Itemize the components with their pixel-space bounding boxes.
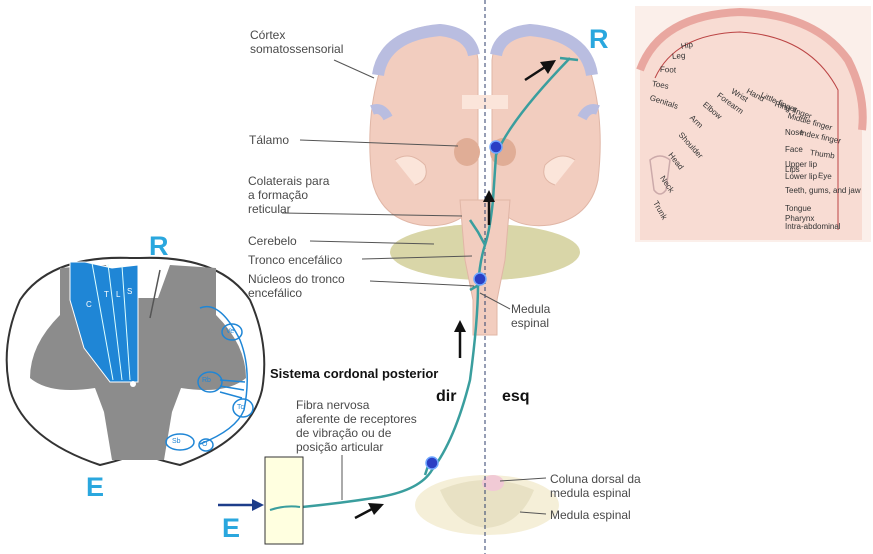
colaterais-line1: Colaterais para (248, 174, 330, 188)
colaterais-label: Colaterais para a formação reticular (248, 174, 329, 216)
cortex-label: Córtex somatossensorial (250, 28, 343, 56)
cortex-terminal (559, 56, 579, 62)
cerebelo-label: Cerebelo (248, 234, 297, 248)
medula-top-line2: espinal (511, 316, 550, 330)
brain (369, 23, 601, 336)
brainstem-neuron (473, 272, 487, 286)
leader-lines (281, 59, 547, 515)
homunculus-label-3: Foot (659, 65, 677, 75)
receptor-fiber (269, 505, 301, 511)
column-letter-c: C (86, 300, 92, 309)
homunculus-label-21: Nose (785, 128, 804, 137)
spinal-cord-grey-matter (440, 480, 534, 528)
spinal-cord-bottom (415, 475, 559, 535)
input-arrow (218, 499, 264, 511)
fibra-line1: Fibra nervosa (296, 398, 370, 412)
cortex-arrow (524, 65, 546, 82)
lateral-tracts (165, 306, 254, 452)
cortex-label-line2: somatossensorial (250, 42, 344, 56)
e-main-label: E (222, 513, 241, 543)
homunculus-figure-band (636, 7, 867, 131)
dorsal-columns (69, 261, 139, 383)
homunculus-label-23: Upper lip (785, 160, 818, 169)
posterior-septum (149, 269, 161, 319)
arrows (354, 60, 556, 520)
cross-section (5, 256, 266, 467)
left-cortex-lower (370, 104, 393, 121)
right-cortex (490, 23, 598, 77)
cortex-label-line1: Córtex (250, 28, 286, 42)
homunculus-label-25: Lower lip (785, 172, 818, 181)
left-cortex (372, 23, 480, 77)
left-temporal-gyrus (394, 155, 427, 186)
fibra-line4: posição articular (296, 440, 384, 454)
receptor-box (264, 456, 304, 545)
tract-label-o: O (202, 441, 208, 448)
homunculus-label-24: Lips (785, 165, 800, 174)
homunculus-label-2: Leg (671, 50, 686, 61)
colaterais-line3: reticular (248, 202, 291, 216)
nucleos-line1: Núcleos do tronco (248, 272, 345, 286)
coluna-line1: Coluna dorsal da (550, 472, 641, 486)
fibra-line3: de vibração ou de (296, 426, 392, 440)
left-thalamus (454, 138, 480, 166)
talamo-label: Tálamo (249, 133, 290, 147)
esq-label: esq (502, 388, 530, 405)
colaterais-line2: a formação (248, 188, 309, 202)
pathway-line (269, 57, 571, 512)
coluna-label: Coluna dorsal da medula espinal (550, 472, 641, 500)
e-cross-label: E (86, 472, 105, 502)
afferent-arrow (354, 507, 373, 520)
homunculus-label-28: Pharynx (785, 214, 815, 223)
tronco-label: Tronco encefálico (248, 253, 343, 267)
nucleos-line2: encefálico (248, 286, 303, 300)
r-main-label: R (589, 24, 609, 54)
fibra-line2: aferente de receptores (296, 412, 417, 426)
dorsal-column (482, 475, 504, 491)
medula-bottom-label: Medula espinal (550, 508, 631, 522)
tract-label-sb: Sb (172, 438, 181, 445)
coluna-line2: medula espinal (550, 486, 631, 500)
sistema-label: Sistema cordonal posterior (270, 366, 439, 381)
medula-top-line1: Medula (511, 302, 551, 316)
ganglion-neuron (425, 456, 439, 470)
column-letter-l: L (116, 290, 121, 299)
reticular-collateral (468, 219, 487, 246)
medula-top-label: Medula espinal (511, 302, 550, 330)
tract-label-ve: Ve (226, 328, 235, 335)
thalamic-neuron (489, 140, 503, 154)
homunculus-ventricle (649, 155, 671, 195)
homunculus-brain-section (640, 12, 863, 240)
homunculus-panel (635, 6, 871, 242)
fibra-label: Fibra nervosa aferente de receptores de … (296, 398, 417, 454)
r-cross-label: R (149, 231, 169, 261)
tract-label-tc: Tc (237, 404, 244, 411)
pathway (269, 56, 579, 512)
right-temporal-gyrus (543, 155, 576, 186)
tract-label-rb: Rb (202, 377, 211, 384)
homunculus-label-26: Teeth, gums, and jaw (785, 186, 861, 195)
column-letter-s: S (127, 287, 133, 296)
nucleos-label: Núcleos do tronco encefálico (248, 272, 345, 300)
homunculus-label-29: Intra-abdominal (785, 222, 841, 231)
homunculus-label-20: Eye (817, 170, 833, 181)
central-canal (130, 381, 136, 387)
homunculus-label-22: Face (785, 145, 803, 154)
right-cortex-lower (577, 104, 600, 121)
homunculus-label-27: Tongue (785, 204, 812, 213)
column-letter-t: T (104, 290, 109, 299)
dir-label: dir (436, 388, 457, 405)
homunculus-tick-arc (654, 31, 839, 230)
